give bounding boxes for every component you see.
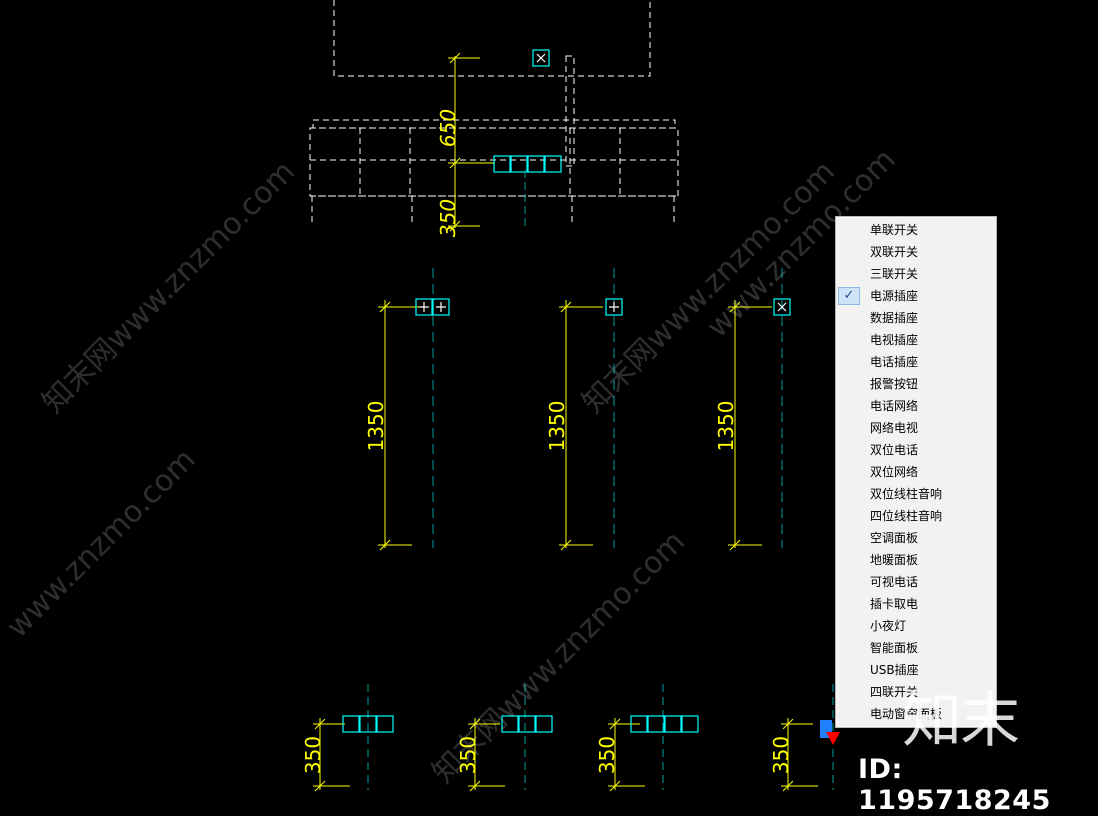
socket-symbol: [493, 155, 511, 173]
socket-symbol: [527, 155, 545, 173]
menu-item-label: 电视插座: [870, 333, 919, 347]
dimension-350-b1: 350: [301, 736, 325, 774]
dim-tick: [449, 220, 461, 232]
socket-tv: [773, 298, 791, 316]
mid-dimension-c: [728, 300, 772, 551]
bottom-dimension-3: [608, 718, 645, 792]
menu-item-label: 插卡取电: [870, 597, 919, 611]
cursor-marker: [820, 720, 840, 745]
menu-item[interactable]: ✓三联开关: [836, 263, 996, 285]
menu-item-label: USB插座: [870, 663, 919, 677]
menu-item[interactable]: ✓电话网络: [836, 395, 996, 417]
socket-row-1: [342, 715, 394, 733]
menu-item-label: 电源插座: [870, 289, 919, 303]
socket-row-3: [630, 715, 699, 733]
socket-row-2: [501, 715, 553, 733]
socket-symbol: [544, 155, 562, 173]
menu-item[interactable]: ✓四联开关: [836, 681, 996, 703]
menu-item[interactable]: ✓电动窗帘面板: [836, 703, 996, 725]
socket-symbol: [532, 49, 550, 67]
mid-dimension-b: [559, 300, 603, 551]
menu-item-label: 可视电话: [870, 575, 919, 589]
menu-item[interactable]: ✓USB插座: [836, 659, 996, 681]
menu-item[interactable]: ✓电话插座: [836, 351, 996, 373]
tv-cabinet-elevation: [309, 0, 679, 226]
menu-item-label: 三联开关: [870, 267, 919, 281]
menu-item-label: 地暖面板: [870, 553, 919, 567]
menu-item-label: 四位线柱音响: [870, 509, 943, 523]
dimension-350-b2: 350: [456, 736, 480, 774]
socket-symbol: [510, 155, 528, 173]
menu-item-label: 网络电视: [870, 421, 919, 435]
top-dimension-chain: [448, 52, 495, 232]
dimension-1350-c: 1350: [714, 401, 738, 452]
socket-double: [415, 298, 450, 316]
menu-item-label: 单联开关: [870, 223, 919, 237]
tv-outline: [333, 0, 651, 77]
menu-item-label: 双联开关: [870, 245, 919, 259]
dimension-350-top: 350: [436, 199, 460, 237]
menu-item-label: 空调面板: [870, 531, 919, 545]
dimension-650: 650: [436, 109, 460, 147]
menu-item-label: 电话插座: [870, 355, 919, 369]
asset-id-label: ID: 1195718245: [858, 754, 1051, 816]
menu-item[interactable]: ✓智能面板: [836, 637, 996, 659]
tv-stand-pole: [565, 55, 575, 167]
dim-tick: [449, 157, 461, 169]
menu-item-label: 双位电话: [870, 443, 919, 457]
socket-single: [605, 298, 623, 316]
mid-dimension-a: [378, 300, 420, 551]
cabinet-top: [312, 119, 676, 129]
menu-item[interactable]: ✓地暖面板: [836, 549, 996, 571]
menu-item-label: 数据插座: [870, 311, 919, 325]
menu-item-label: 双位网络: [870, 465, 919, 479]
menu-item[interactable]: ✓电视插座: [836, 329, 996, 351]
menu-item-label: 四联开关: [870, 685, 919, 699]
menu-item[interactable]: ✓双位网络: [836, 461, 996, 483]
brand-logo: 知末: [902, 686, 1020, 756]
menu-item[interactable]: ✓四位线柱音响: [836, 505, 996, 527]
dimension-350-b3: 350: [595, 736, 619, 774]
menu-item[interactable]: ✓单联开关: [836, 219, 996, 241]
menu-item[interactable]: ✓小夜灯: [836, 615, 996, 637]
socket-type-context-menu: ✓单联开关✓双联开关✓三联开关 ✓ 电源插座 ✓数据插座✓电视插座✓电话插座✓报警按钮…: [835, 216, 997, 728]
menu-item-label: 双位线柱音响: [870, 487, 943, 501]
dimension-350-b4: 350: [769, 736, 793, 774]
menu-item[interactable]: ✓双位线柱音响: [836, 483, 996, 505]
menu-item[interactable]: ✓ 电源插座: [836, 285, 996, 307]
menu-item-label: 报警按钮: [870, 377, 919, 391]
bottom-dimension-4: [781, 718, 818, 792]
menu-item[interactable]: ✓网络电视: [836, 417, 996, 439]
top-socket-group: [493, 49, 562, 173]
menu-item-label: 电动窗帘面板: [870, 707, 943, 721]
menu-item-label: 电话网络: [870, 399, 919, 413]
menu-item[interactable]: ✓空调面板: [836, 527, 996, 549]
dimension-1350-a: 1350: [364, 401, 388, 452]
checkmark-icon: ✓: [838, 287, 860, 305]
menu-item-label: 智能面板: [870, 641, 919, 655]
menu-item[interactable]: ✓报警按钮: [836, 373, 996, 395]
menu-item[interactable]: ✓可视电话: [836, 571, 996, 593]
bottom-dimension-1: [313, 718, 350, 792]
menu-item[interactable]: ✓插卡取电: [836, 593, 996, 615]
menu-item[interactable]: ✓双联开关: [836, 241, 996, 263]
menu-item-label: 小夜灯: [870, 619, 907, 633]
dim-tick: [449, 52, 461, 64]
menu-item[interactable]: ✓双位电话: [836, 439, 996, 461]
dimension-1350-b: 1350: [545, 401, 569, 452]
bottom-dimension-2: [468, 718, 505, 792]
menu-item[interactable]: ✓数据插座: [836, 307, 996, 329]
